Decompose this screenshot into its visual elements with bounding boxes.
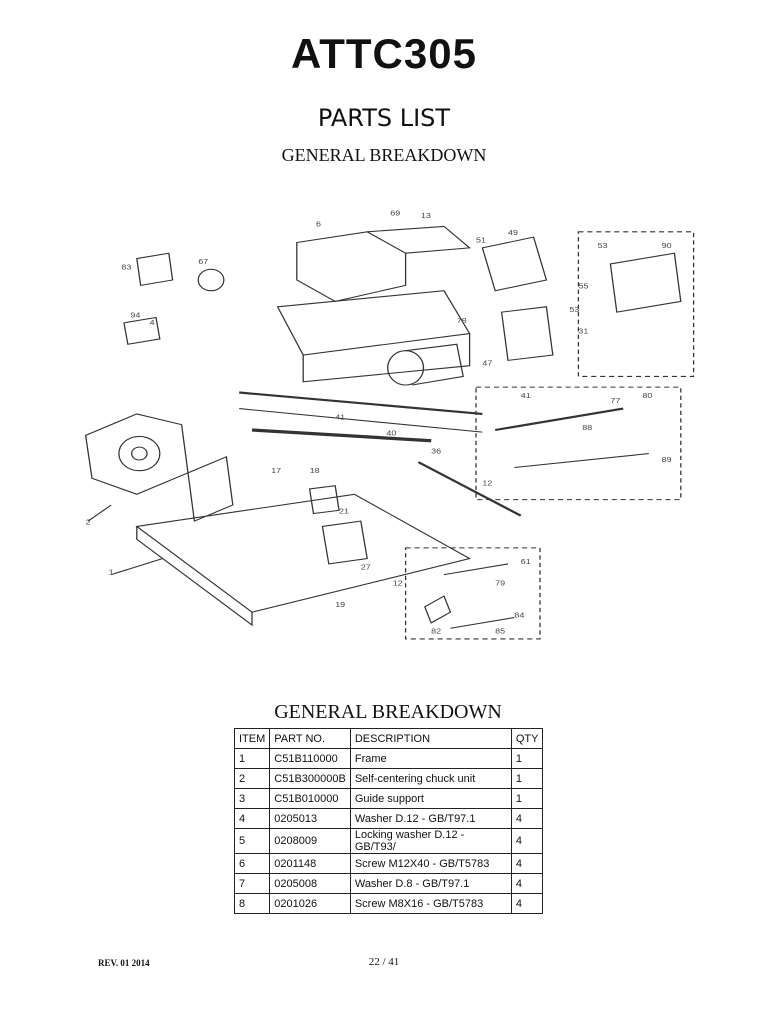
cell-description: Screw M8X16 - GB/T5783 (349, 893, 512, 914)
cell-item: 1 (233, 748, 271, 769)
svg-text:47: 47 (482, 359, 492, 367)
svg-text:17: 17 (271, 467, 281, 475)
cell-part-no: C51B110000 (269, 748, 351, 769)
cell-qty: 4 (510, 853, 544, 874)
cell-description: Self-centering chuck unit (349, 768, 512, 789)
svg-text:78: 78 (457, 317, 467, 325)
svg-text:21: 21 (339, 507, 349, 515)
chuck-unit (84, 413, 189, 495)
cell-qty: 4 (510, 828, 544, 854)
cell-item: 5 (233, 828, 271, 854)
table-row: 1 C51B110000 Frame 1 (233, 748, 544, 769)
table-row: 4 0205013 Washer D.12 - GB/T97.1 4 (233, 808, 544, 829)
frame-plate (135, 493, 472, 613)
svg-text:53: 53 (598, 242, 608, 250)
svg-text:40: 40 (386, 429, 396, 437)
svg-text:19: 19 (335, 600, 345, 608)
cell-item: 6 (233, 853, 271, 874)
svg-text:84: 84 (514, 611, 524, 619)
table-title: GENERAL BREAKDOWN (274, 701, 502, 723)
svg-text:90: 90 (662, 242, 672, 250)
cell-description: Frame (349, 748, 512, 769)
header-item: ITEM (233, 728, 271, 749)
svg-text:6: 6 (316, 220, 321, 228)
cell-qty: 4 (510, 873, 544, 894)
cell-part-no: 0208009 (269, 828, 351, 854)
svg-text:67: 67 (198, 258, 208, 266)
gearbox (296, 231, 407, 303)
svg-text:55: 55 (578, 282, 588, 290)
cell-item: 7 (233, 873, 271, 894)
svg-text:36: 36 (431, 447, 441, 455)
cell-qty: 4 (510, 893, 544, 914)
svg-text:18: 18 (310, 467, 320, 475)
parts-table: ITEM PART NO. DESCRIPTION QTY 1 C51B1100… (233, 728, 544, 914)
header-part-no: PART NO. (269, 728, 351, 749)
svg-text:12: 12 (393, 579, 403, 587)
cell-description: Locking washer D.12 - GB/T93/ (349, 828, 512, 854)
cell-qty: 1 (510, 768, 544, 789)
section-heading: PARTS LIST (317, 104, 451, 132)
cell-description: Guide support (349, 788, 512, 809)
svg-text:31: 31 (578, 327, 588, 335)
svg-text:53: 53 (569, 306, 579, 314)
section-subtitle: GENERAL BREAKDOWN (281, 145, 487, 165)
svg-text:41: 41 (335, 413, 345, 421)
svg-text:88: 88 (582, 424, 592, 432)
svg-text:27: 27 (361, 563, 371, 571)
table-header-row: ITEM PART NO. DESCRIPTION QTY (233, 728, 544, 749)
svg-text:80: 80 (642, 392, 652, 400)
cell-part-no: 0205008 (269, 873, 351, 894)
cell-description: Screw M12X40 - GB/T5783 (349, 853, 512, 874)
cell-part-no: 0201148 (269, 853, 351, 874)
svg-text:61: 61 (521, 558, 531, 566)
svg-text:89: 89 (662, 456, 672, 464)
cell-item: 3 (233, 788, 271, 809)
table-row: 6 0201148 Screw M12X40 - GB/T5783 4 (233, 853, 544, 874)
cell-qty: 1 (510, 788, 544, 809)
cell-item: 2 (233, 768, 271, 789)
cell-part-no: 0201026 (269, 893, 351, 914)
svg-text:94: 94 (130, 311, 140, 319)
table-row: 5 0208009 Locking washer D.12 - GB/T93/ … (233, 828, 544, 854)
table-row: 2 C51B300000B Self-centering chuck unit … (233, 768, 544, 789)
document-title: ATTC305 (291, 30, 477, 77)
svg-text:13: 13 (421, 212, 431, 220)
table-row: 8 0201026 Screw M8X16 - GB/T5783 4 (233, 893, 544, 914)
cell-description: Washer D.12 - GB/T97.1 (349, 808, 512, 829)
table-row: 7 0205008 Washer D.8 - GB/T97.1 4 (233, 873, 544, 894)
revision-label: REV. 01 2014 (98, 958, 150, 968)
svg-text:12: 12 (482, 479, 492, 487)
cell-part-no: C51B010000 (269, 788, 351, 809)
svg-text:51: 51 (476, 236, 486, 244)
exploded-parts-diagram: 1 2 4 94 83 67 6 69 13 49 51 53 90 55 31… (84, 209, 695, 640)
cell-item: 8 (233, 893, 271, 914)
header-description: DESCRIPTION (349, 728, 512, 749)
svg-text:77: 77 (610, 397, 620, 405)
cell-part-no: 0205013 (269, 808, 351, 829)
svg-text:2: 2 (86, 518, 91, 526)
cell-description: Washer D.8 - GB/T97.1 (349, 873, 512, 894)
cell-qty: 1 (510, 748, 544, 769)
svg-text:4: 4 (150, 319, 155, 327)
cell-item: 4 (233, 808, 271, 829)
svg-text:69: 69 (390, 209, 400, 217)
page-number: 22 / 41 (368, 956, 400, 968)
svg-text:79: 79 (495, 579, 505, 587)
header-qty: QTY (510, 728, 544, 749)
svg-text:1: 1 (109, 568, 114, 576)
svg-text:85: 85 (495, 627, 505, 635)
svg-text:82: 82 (431, 627, 441, 635)
svg-text:83: 83 (121, 263, 131, 271)
svg-text:49: 49 (508, 229, 518, 237)
cell-part-no: C51B300000B (269, 768, 351, 789)
cell-qty: 4 (510, 808, 544, 829)
svg-text:41: 41 (521, 392, 531, 400)
table-row: 3 C51B010000 Guide support 1 (233, 788, 544, 809)
